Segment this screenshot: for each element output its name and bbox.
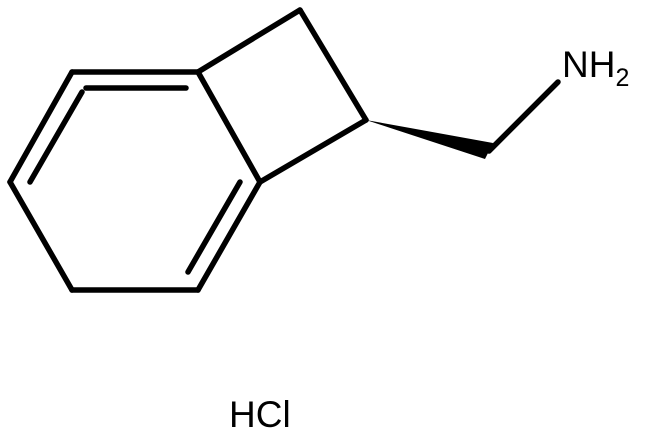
cyclobutane-bond-right <box>297 7 369 123</box>
ring-bond-fusion-upper <box>195 69 263 185</box>
ring-bond-lower-right <box>195 179 263 293</box>
aromatic-inner-lower-right <box>185 179 243 275</box>
amine-label: NH2 <box>562 44 629 92</box>
cyclobutane-bond-top <box>195 7 303 75</box>
cyclobutane-bond-bottom <box>257 117 369 185</box>
ring-bond-upper-left <box>7 69 75 185</box>
ch2-n-bond <box>486 79 561 154</box>
aromatic-inner-left <box>27 89 85 185</box>
stereo-wedge-bond <box>366 120 493 159</box>
benzene-ring <box>7 69 263 293</box>
salt-label: HCl <box>229 394 291 435</box>
ring-bond-lower-left <box>7 179 75 293</box>
amine-symbol: NH <box>562 44 615 85</box>
amine-subscript: 2 <box>615 64 629 92</box>
cyclobutane-ring <box>195 7 369 185</box>
